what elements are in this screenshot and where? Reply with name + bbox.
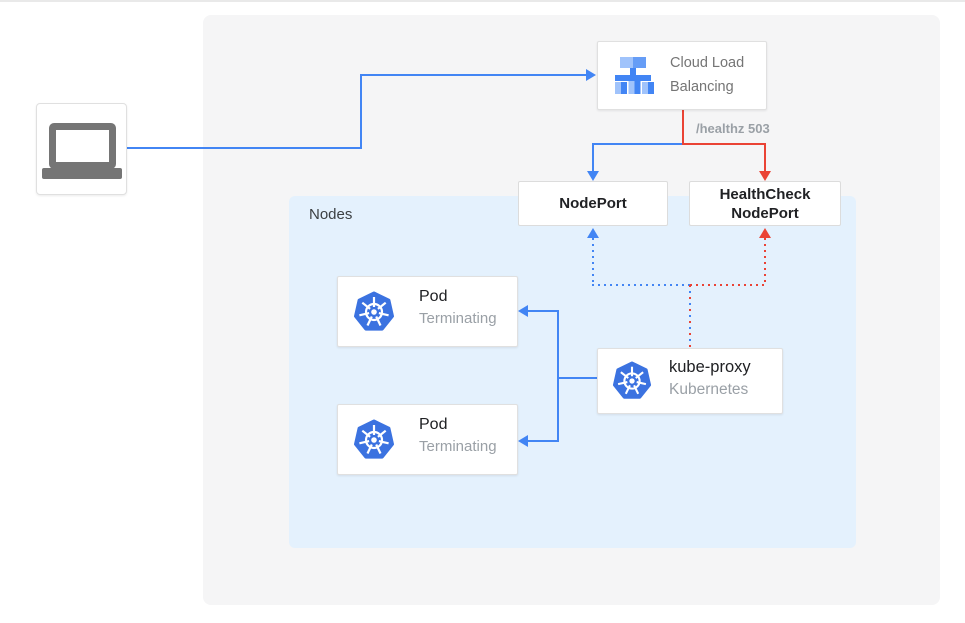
dotted-edge-kubeproxy-stem [689,285,691,348]
arrowhead-kubeproxy-to-healthcheck [759,228,771,238]
arrowhead-into-healthcheck-nodeport [759,171,771,181]
pod-card: Pod Terminating [337,404,518,475]
kube-proxy-card: kube-proxy Kubernetes [597,348,783,414]
edge-client-to-lb-horizontal [127,147,361,149]
healthcheck-nodeport-label-line2: NodePort [731,204,799,222]
dotted-edge-blue-horizontal [592,284,690,286]
kube-proxy-title: kube-proxy [669,358,751,376]
nodes-label: Nodes [309,206,353,223]
edge-lb-to-healthcheck-vertical [764,143,766,172]
cloud-load-balancing-card: Cloud Load Balancing [597,41,767,110]
edge-lb-to-nodeport-vertical [592,143,594,172]
edge-lb-to-nodeport-horizontal [592,143,684,145]
laptop-base [42,168,122,179]
nodeport-card: NodePort [518,181,668,226]
edge-lb-healthcheck-stem [682,110,684,144]
load-balancer-icon [610,55,656,102]
pod-title: Pod [419,416,448,433]
arrowhead-kubeproxy-to-nodeport [587,228,599,238]
pod-card: Pod Terminating [337,276,518,347]
client-card [36,103,127,195]
dotted-edge-red-horizontal [690,284,766,286]
kube-proxy-subtitle: Kubernetes [669,381,749,398]
top-divider [0,0,965,2]
dotted-edge-healthcheck-vertical [764,238,766,285]
arrowhead-into-load-balancer [586,69,596,81]
edge-client-to-lb-vertical [360,74,362,149]
pod-status: Terminating [419,438,497,455]
edge-lb-to-healthcheck-horizontal [682,143,766,145]
edge-to-pod1 [528,310,558,312]
arrowhead-into-pod2 [518,435,528,447]
pod-title: Pod [419,288,448,305]
kubernetes-icon [612,361,652,406]
laptop-screen [49,123,116,169]
nodeport-label: NodePort [559,195,627,212]
edge-kubeproxy-out [558,377,597,379]
edge-client-to-lb-top [360,74,586,76]
dotted-edge-nodeport-vertical [592,238,594,285]
healthcheck-nodeport-label-line1: HealthCheck [719,185,811,203]
kubernetes-icon [353,291,395,338]
healthcheck-nodeport-card: HealthCheck NodePort [689,181,841,226]
edge-kubeproxy-pods-vertical [557,310,559,442]
arrowhead-into-nodeport [587,171,599,181]
arrowhead-into-pod1 [518,305,528,317]
cloud-load-balancing-label: Cloud Load Balancing [670,55,745,95]
pod-status: Terminating [419,310,497,327]
edge-to-pod2 [528,440,558,442]
healthz-503-label: /healthz 503 [696,121,770,136]
kubernetes-icon [353,419,395,466]
